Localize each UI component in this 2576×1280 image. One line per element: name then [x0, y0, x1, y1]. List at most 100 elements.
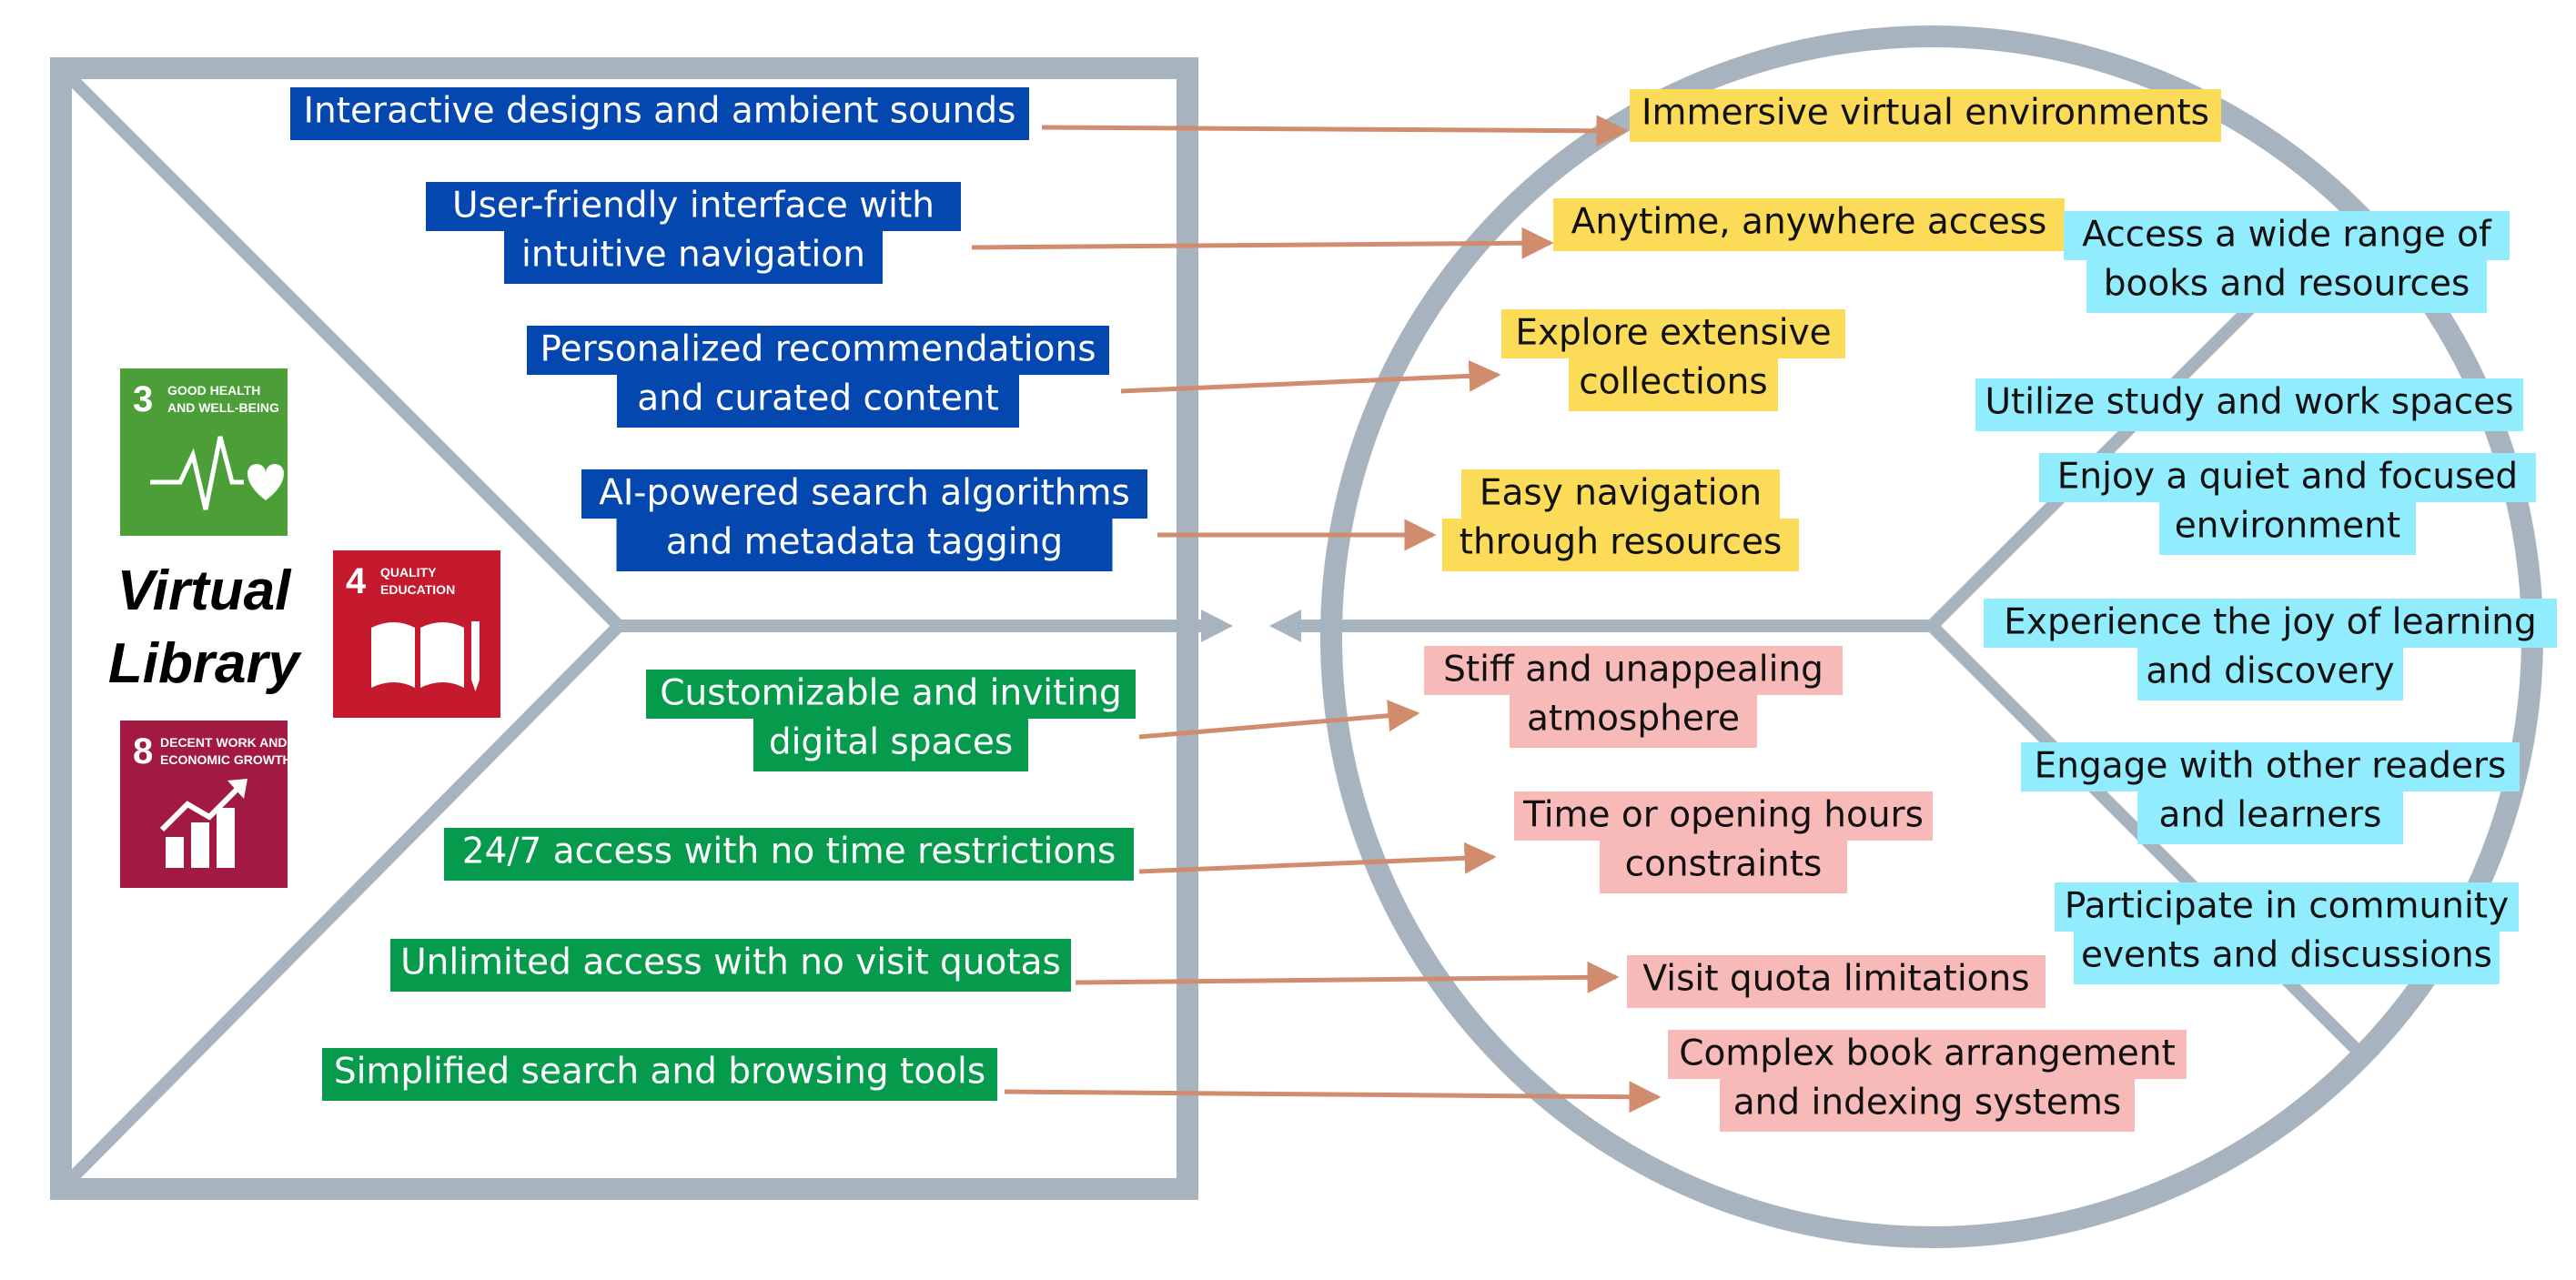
pain-1-text-line1: Stiff and unappealing [1443, 650, 1823, 690]
customer-job-1-text-line2: books and resources [2104, 264, 2470, 305]
arrow-pain-reliever-3 [1075, 961, 1620, 993]
pain-2-text-line2: constraints [1625, 844, 1823, 885]
gain-creator-1-bg-line1 [290, 87, 1029, 140]
growth-chart-icon [159, 779, 247, 868]
customer-job-6: Participate in community events and discu… [2055, 882, 2519, 984]
pain-3-text-line1: Visit quota limitations [1642, 959, 2029, 1000]
value-map-frame [50, 57, 1233, 1200]
customer-job-1-bg-line1 [2064, 211, 2510, 260]
pain-1-text-line2: atmosphere [1527, 699, 1740, 740]
book-pencil-icon [371, 621, 480, 691]
sdg-4-label-line2: EDUCATION [380, 582, 455, 597]
pain-reliever-4: Simplified search and browsing tools [322, 1048, 997, 1101]
customer-job-4-text-line1: Experience the joy of learning [2004, 602, 2537, 643]
customer-job-2: Utilize study and work spaces [1975, 378, 2523, 431]
customer-job-5-text-line2: and learners [2159, 795, 2382, 836]
gain-1-text-line1: Immersive virtual environments [1642, 93, 2209, 134]
gain-creator-4-text-line2: and metadata tagging [666, 522, 1063, 563]
customer-job-5-text-line1: Engage with other readers [2035, 746, 2507, 787]
pain-4-bg-line1 [1668, 1030, 2187, 1079]
customer-job-5-bg-line2 [2137, 791, 2403, 844]
customer-job-6-text-line2: events and discussions [2081, 935, 2492, 976]
customer-job-1-bg-line2 [2086, 260, 2487, 313]
sdg-8-label-line2: ECONOMIC GROWTH [160, 752, 292, 767]
pain-reliever-2-text-line1: 24/7 access with no time restrictions [462, 831, 1116, 872]
arrow-gain-creator-3 [1120, 359, 1501, 394]
pain-4-bg-line2 [1720, 1079, 2135, 1132]
gain-2: Anytime, anywhere access [1553, 198, 2065, 251]
sdg-8-label-line1: DECENT WORK AND [160, 735, 287, 750]
gain-creator-1-text-line1: Interactive designs and ambient sounds [304, 91, 1016, 132]
pain-reliever-4-text-line1: Simplified search and browsing tools [334, 1052, 985, 1093]
pain-2-bg-line2 [1600, 841, 1847, 893]
customer-job-5-bg-line1 [2021, 742, 2520, 791]
sdg-3-label-line2: AND WELL-BEING [167, 400, 279, 415]
sdg-3-number: 3 [133, 379, 153, 419]
gain-2-text-line1: Anytime, anywhere access [1571, 202, 2047, 243]
customer-job-4-bg-line2 [2137, 648, 2403, 700]
gain-4-bg-line2 [1442, 519, 1799, 571]
gain-3-bg-line1 [1501, 309, 1845, 358]
pain-2-bg-line1 [1514, 791, 1933, 841]
sdg-8-number: 8 [133, 731, 153, 771]
pain-reliever-4-bg-line1 [322, 1048, 997, 1101]
gain-3-bg-line2 [1569, 358, 1778, 411]
pain-4-text-line2: and indexing systems [1733, 1083, 2122, 1124]
customer-job-4-bg-line1 [1984, 599, 2557, 648]
gain-creator-4-bg-line2 [616, 519, 1113, 571]
pain-reliever-2-bg-line1 [444, 828, 1134, 881]
customer-job-6-bg-line1 [2055, 882, 2519, 932]
fit-arrow-left-icon [1269, 610, 1301, 642]
customer-job-6-text-line1: Participate in community [2065, 886, 2509, 927]
gain-creator-4-bg-line1 [581, 469, 1147, 519]
diagram-boxes: Interactive designs and ambient soundsUs… [290, 87, 2557, 1132]
gain-4: Easy navigation through resources [1442, 469, 1799, 571]
pain-4: Complex book arrangement and indexing sys… [1668, 1030, 2187, 1132]
gain-3-text-line2: collections [1579, 362, 1767, 403]
customer-job-6-bg-line2 [2074, 932, 2500, 984]
pain-reliever-3-bg-line1 [390, 939, 1071, 992]
gain-4-text-line1: Easy navigation [1480, 473, 1762, 514]
gain-4-bg-line1 [1461, 469, 1780, 519]
arrow-pain-reliever-4 [1004, 1081, 1662, 1114]
sdg-8-badge: 8 DECENT WORK AND ECONOMIC GROWTH [120, 721, 292, 888]
gain-creator-1: Interactive designs and ambient sounds [290, 87, 1029, 140]
pain-1-bg-line2 [1510, 695, 1757, 748]
gain-creator-3-text-line2: and curated content [637, 378, 999, 419]
arrow-pain-reliever-2 [1138, 842, 1497, 874]
customer-job-3-text-line1: Enjoy a quiet and focused [2057, 457, 2518, 498]
pain-reliever-1-bg-line1 [646, 670, 1136, 719]
gain-creator-2-text-line1: User-friendly interface with [452, 186, 934, 227]
diagram-title-line1: Virtual [117, 559, 292, 622]
gain-1-bg-line1 [1630, 89, 2221, 142]
sdg-4-label-line1: QUALITY [380, 565, 437, 580]
gain-creator-2-bg-line2 [504, 231, 883, 284]
pain-4-text-line1: Complex book arrangement [1679, 1033, 2176, 1074]
arrow-gain-creator-2 [971, 227, 1554, 259]
pain-1: Stiff and unappealing atmosphere [1424, 646, 1843, 748]
customer-job-1-text-line1: Access a wide range of [2082, 215, 2492, 256]
pain-reliever-3: Unlimited access with no visit quotas [390, 939, 1071, 992]
pain-3-bg-line1 [1627, 955, 2046, 1008]
pain-reliever-3-text-line1: Unlimited access with no visit quotas [400, 942, 1061, 983]
gain-creator-2-bg-line1 [426, 182, 961, 231]
customer-job-2-text-line1: Utilize study and work spaces [1985, 382, 2513, 423]
gain-3: Explore extensive collections [1501, 309, 1845, 411]
customer-job-1: Access a wide range of books and resource… [2064, 211, 2510, 313]
sdg-4-number: 4 [346, 561, 367, 601]
pain-2-text-line1: Time or opening hours [1522, 795, 1924, 836]
gain-4-text-line2: through resources [1460, 522, 1783, 563]
gain-creator-3-text-line1: Personalized recommendations [540, 329, 1096, 370]
customer-job-2-bg-line1 [1975, 378, 2523, 431]
diagram-title-line2: Library [108, 632, 303, 695]
gain-3-text-line1: Explore extensive [1515, 313, 1831, 354]
customer-job-3-bg-line2 [2159, 502, 2416, 555]
pain-reliever-1-bg-line2 [753, 719, 1028, 771]
arrow-pain-reliever-1 [1138, 700, 1420, 740]
